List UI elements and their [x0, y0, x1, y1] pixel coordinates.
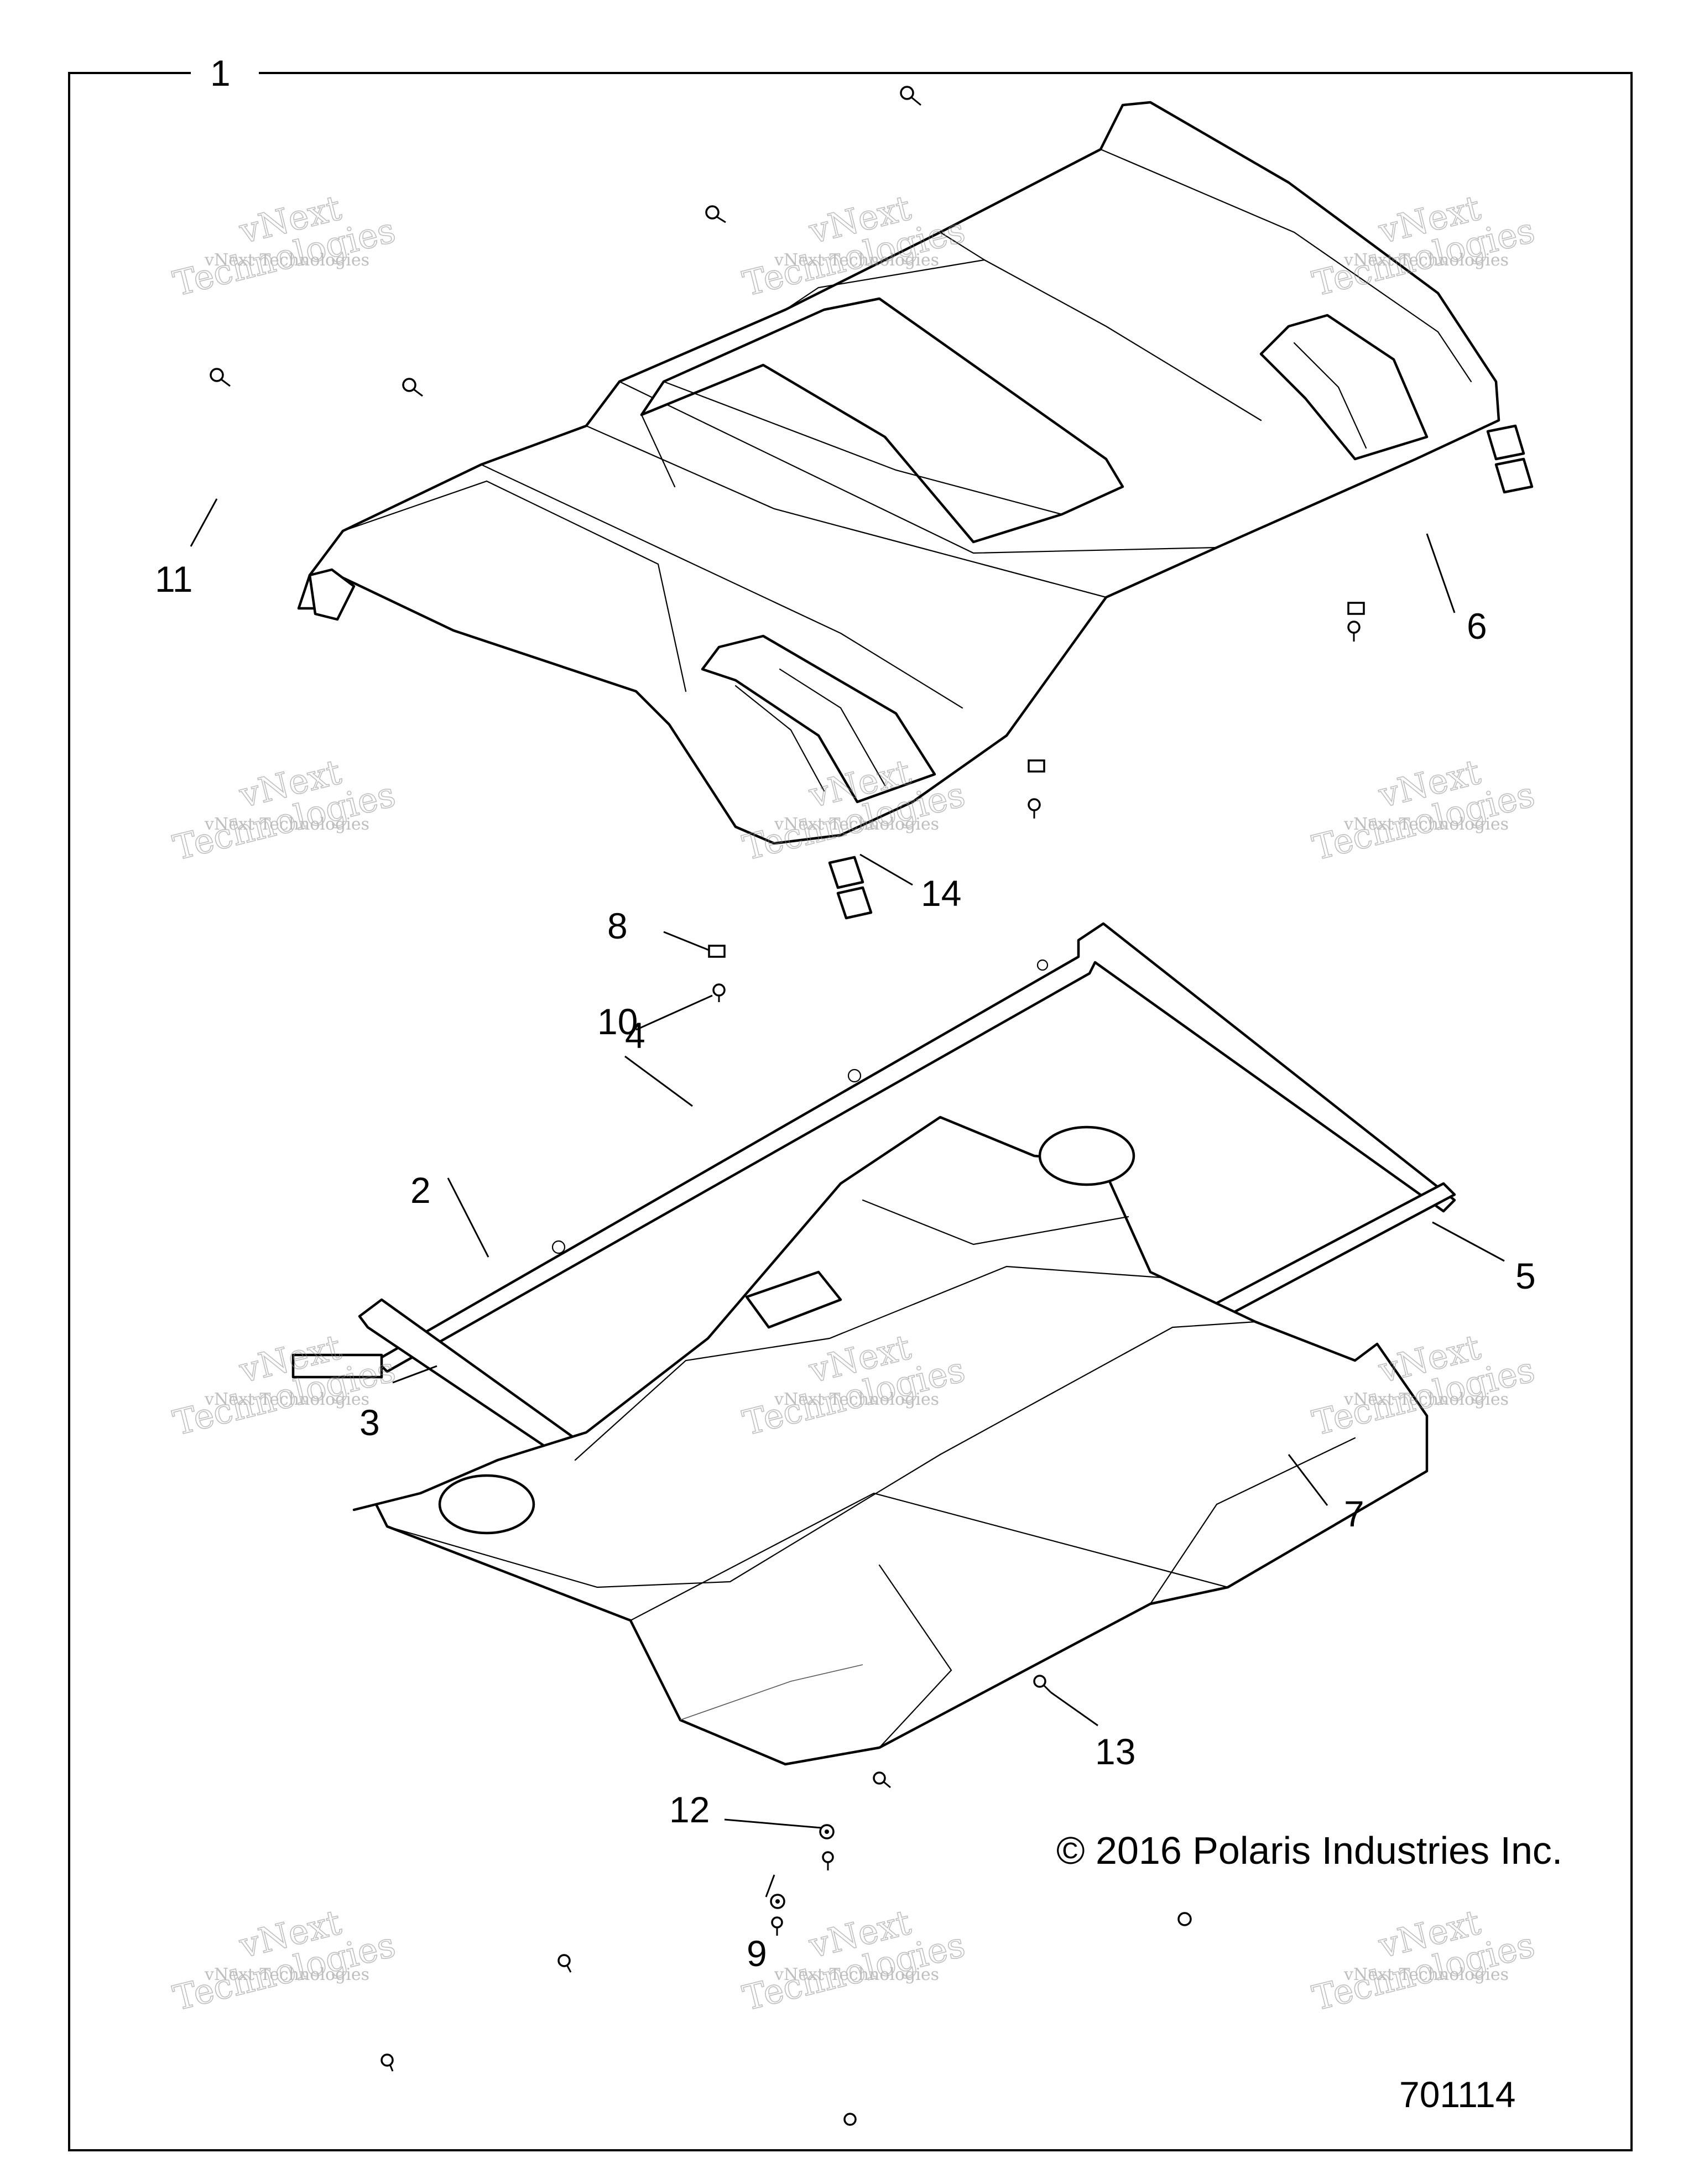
bolt-icon: [771, 1916, 783, 1936]
headliner-part-7: [352, 1116, 1429, 1766]
screw-icon: [402, 378, 423, 397]
watermark-line2: vNext Technologies: [774, 1965, 939, 1984]
clip-icon: [1028, 759, 1045, 773]
screw-icon: [873, 1771, 891, 1789]
callout-1: 1: [210, 53, 231, 93]
callout-2: 2: [410, 1170, 431, 1211]
screw-icon: [381, 2053, 394, 2072]
callout-10: 10: [597, 1001, 638, 1042]
clip-icon: [708, 945, 726, 958]
callout-12: 12: [669, 1789, 710, 1830]
roof-part-6: [297, 101, 1500, 845]
washer-icon: [770, 1894, 785, 1909]
watermark-line2: vNext Technologies: [204, 815, 369, 834]
watermark-line2: vNext Technologies: [1343, 251, 1509, 270]
fasteners: [210, 86, 1534, 2126]
pad-icon: [828, 424, 1534, 920]
callout-13: 13: [1095, 1731, 1135, 1772]
watermark-line2: vNext Technologies: [1343, 1965, 1509, 1984]
bolt-icon: [712, 983, 726, 1002]
callout-11: 11: [155, 559, 193, 600]
callout-4: 4: [625, 1015, 645, 1056]
callout-9: 9: [747, 1933, 767, 1974]
bolt-icon: [1347, 621, 1361, 642]
leader-lines: [190, 498, 1505, 1898]
screw-icon: [1033, 1675, 1052, 1693]
watermark-line2: vNext Technologies: [774, 1390, 939, 1409]
screw-icon: [557, 1954, 572, 1973]
watermark-line2: vNext Technologies: [1343, 815, 1509, 834]
washer-icon: [819, 1824, 835, 1839]
watermark-line2: vNext Technologies: [774, 251, 939, 270]
watermark-line2: vNext Technologies: [204, 1390, 369, 1409]
watermark-line2: vNext Technologies: [204, 1965, 369, 1984]
callout-14: 14: [921, 873, 961, 914]
screw-icon: [900, 86, 921, 106]
screw-icon: [705, 205, 726, 223]
callout-3: 3: [359, 1402, 380, 1443]
screw-icon: [843, 2113, 857, 2126]
diagram-code: 701114: [1399, 2074, 1515, 2115]
callout-5: 5: [1515, 1255, 1536, 1296]
screw-icon: [1177, 1912, 1192, 1926]
bolt-icon: [1028, 798, 1041, 819]
watermark-line2: vNext Technologies: [774, 815, 939, 834]
watermark-line2: vNext Technologies: [1343, 1390, 1509, 1409]
callout-8: 8: [607, 905, 628, 946]
clip-icon: [1347, 602, 1365, 615]
callout-7: 7: [1344, 1493, 1364, 1534]
callout-6: 6: [1467, 606, 1487, 647]
callout-labels: 1 2 3 4 5 6 7 8 9 10 11 12 13 14: [155, 53, 1536, 1974]
diagram-frame: [68, 72, 1633, 2151]
copyright-text: © 2016 Polaris Industries Inc.: [1056, 1829, 1562, 1872]
screw-icon: [210, 368, 231, 387]
bolt-icon: [822, 1851, 834, 1870]
watermark-line2: vNext Technologies: [204, 251, 369, 270]
